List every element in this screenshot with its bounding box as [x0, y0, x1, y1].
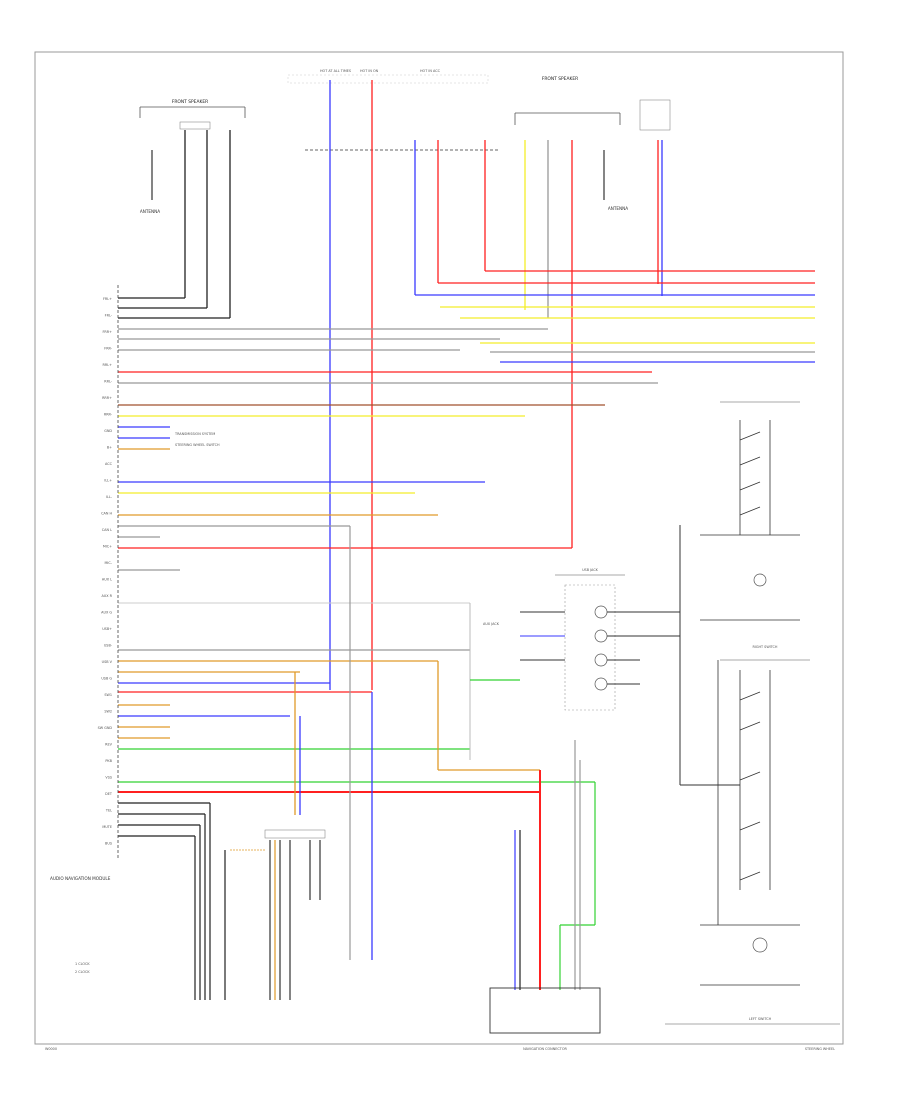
module-pin-label: AUX R — [101, 594, 112, 598]
front-speaker-left-group: FRONT SPEAKER ANTENNA — [139, 99, 246, 318]
svg-text:LEFT SWITCH: LEFT SWITCH — [749, 1017, 772, 1021]
navigation-connector-box — [489, 987, 601, 1034]
svg-text:HOT AT ALL TIMES: HOT AT ALL TIMES — [320, 69, 351, 73]
antenna-left-label: ANTENNA — [140, 209, 160, 214]
module-pin-label: B+ — [107, 446, 112, 450]
svg-text:HOT IN ON: HOT IN ON — [360, 69, 379, 73]
module-pin-label: FRR+ — [102, 330, 112, 334]
module-pin-label: USB- — [104, 644, 113, 648]
bottom-left-code: W0000 — [45, 1047, 57, 1051]
svg-text:HOT IN ACC: HOT IN ACC — [420, 69, 441, 73]
module-pin-label: SW GND — [98, 726, 113, 730]
module-pin-label: USB V — [102, 660, 113, 664]
module-pin-label: PKB — [105, 759, 112, 763]
module-pin-label: SW2 — [104, 710, 112, 714]
svg-text:USB JACK: USB JACK — [582, 568, 599, 572]
module-pin-label: BUS — [105, 842, 112, 846]
module-pin-label: AUX G — [101, 611, 112, 615]
module-pin-label: USB G — [101, 677, 112, 681]
module-pin-label: VSS — [105, 776, 112, 780]
module-pin-label: DET — [105, 792, 113, 796]
module-pin-label: RRR- — [104, 413, 113, 417]
module-pin-label: MIC- — [104, 561, 112, 565]
module-pin-label: GND — [104, 429, 112, 433]
antenna-right-label: ANTENNA — [608, 206, 628, 211]
module-pin-label: AUX L — [102, 578, 112, 582]
module-pin-label: USB+ — [102, 627, 112, 631]
right-switch-panel: RIGHT SWITCH LEFT SWITCH — [665, 401, 840, 1025]
module-pin-label: RRL- — [104, 380, 113, 384]
module-pin-label: REV — [105, 743, 112, 747]
note-transmission: TRANSMISSION SYSTEM — [174, 432, 215, 436]
module-pin-label: MUTE — [102, 825, 112, 829]
module-pin-label: ILL+ — [104, 479, 112, 483]
front-speaker-left-title: FRONT SPEAKER — [172, 99, 208, 105]
module-pin-label: RRR+ — [102, 396, 112, 400]
module-pin-label: FRL+ — [103, 297, 112, 301]
module-pin-labels: FRL+ FRL- FRR+ FRR- RRL+ RRL- RRR+ RRR- GND B+ ACC… — [98, 297, 113, 846]
module-pin-label: SW1 — [104, 693, 112, 697]
module-pin-label: TEL — [105, 809, 112, 813]
module-pin-label: RRL+ — [103, 363, 113, 367]
svg-text:AUX JACK: AUX JACK — [483, 622, 500, 626]
module-pin-label: CAN H — [101, 512, 112, 516]
aux-usb-jack-box: USB JACK AUX JACK — [483, 568, 680, 711]
note-steering: STEERING WHEEL SWITCH — [175, 443, 220, 447]
front-speaker-right-group: FRONT SPEAKER ANTENNA — [514, 76, 671, 211]
module-label: AUDIO NAVIGATION MODULE — [50, 876, 111, 881]
module-pin-label: FRL- — [105, 314, 113, 318]
front-speaker-right-title: FRONT SPEAKER — [542, 76, 578, 82]
module-pin-rows — [118, 297, 658, 837]
bottom-right-code: STEERING WHEEL — [805, 1047, 835, 1051]
svg-text:RIGHT SWITCH: RIGHT SWITCH — [753, 645, 778, 649]
module-pin-label: FRR- — [104, 347, 113, 351]
module-pin-label: ACC — [105, 462, 113, 466]
module-pin-label: MIC+ — [103, 545, 112, 549]
module-pin-label: ILL- — [106, 495, 113, 499]
usb-aux-group — [230, 829, 326, 1000]
module-pin-label: CAN L — [102, 528, 112, 532]
fuse-label-group: HOT AT ALL TIMES HOT IN ON HOT IN ACC — [287, 69, 500, 151]
legend-1: 1 CLOCK — [75, 962, 90, 966]
legend-2: 2 CLOCK — [75, 970, 90, 974]
navigation-connector-label: NAVIGATION CONNECTOR — [523, 1047, 567, 1051]
diagram-frame — [34, 51, 844, 1045]
